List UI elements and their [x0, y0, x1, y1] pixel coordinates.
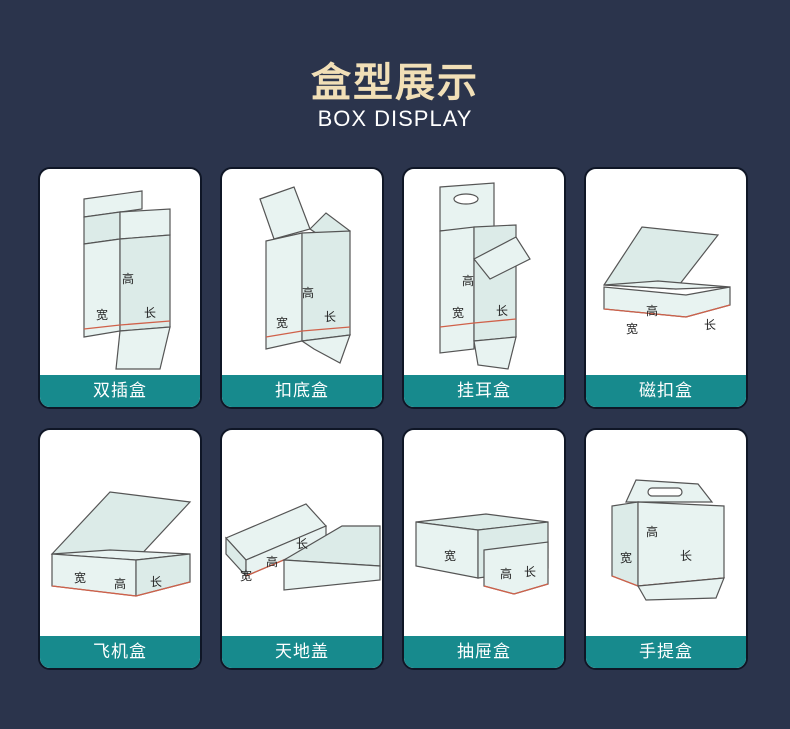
dim-height-label: 高 [266, 554, 278, 569]
page-title: 盒型展示 [311, 60, 479, 106]
box-card-magnetic[interactable]: 高 宽 长 磁扣盒 [584, 167, 748, 409]
box-label: 挂耳盒 [404, 375, 564, 407]
dim-length-label: 长 [524, 565, 536, 579]
handle-box-illustration: 高 宽 长 [611, 479, 725, 601]
dim-height-label: 高 [646, 303, 658, 318]
box-card-drawer[interactable]: 宽 高 长 抽屉盒 [402, 428, 566, 670]
dim-height-label: 高 [646, 524, 658, 539]
box-label: 双插盒 [40, 375, 200, 407]
box-card-hang-tab[interactable]: 高 宽 长 挂耳盒 [402, 167, 566, 409]
lid-and-base-box-illustration: 高 长 宽 [224, 503, 381, 591]
dim-length-label: 长 [496, 304, 508, 318]
double-tuck-box-illustration: 高 宽 长 [83, 190, 171, 370]
dim-length-label: 长 [296, 537, 308, 551]
dim-length-label: 长 [680, 549, 692, 563]
dim-width-label: 宽 [626, 321, 638, 336]
dim-width-label: 宽 [452, 305, 464, 320]
box-card-double-tuck[interactable]: 高 宽 长 双插盒 [38, 167, 202, 409]
lock-bottom-box-illustration: 高 宽 长 [259, 186, 351, 364]
dim-width-label: 宽 [96, 307, 108, 322]
page-subtitle: BOX DISPLAY [317, 106, 473, 131]
dim-width-label: 宽 [620, 550, 632, 565]
box-label: 扣底盒 [222, 375, 382, 407]
box-label: 抽屉盒 [404, 636, 564, 668]
drawer-box-illustration: 宽 高 长 [415, 513, 549, 595]
mailer-box-illustration: 宽 高 长 [50, 491, 192, 597]
dim-length-label: 长 [704, 318, 716, 332]
dim-width-label: 宽 [276, 315, 288, 330]
box-label: 飞机盒 [40, 636, 200, 668]
dim-height-label: 高 [302, 285, 314, 300]
dim-height-label: 高 [500, 566, 512, 581]
dim-height-label: 高 [462, 273, 474, 288]
hang-tab-box-illustration: 高 宽 长 [439, 182, 531, 370]
box-label: 磁扣盒 [586, 375, 746, 407]
box-label: 天地盖 [222, 636, 382, 668]
dim-length-label: 长 [150, 575, 162, 589]
box-card-lid-and-base[interactable]: 高 长 宽 天地盖 [220, 428, 384, 670]
box-card-handle[interactable]: 高 宽 长 手提盒 [584, 428, 748, 670]
dim-width-label: 宽 [240, 568, 252, 583]
box-card-mailer[interactable]: 宽 高 长 飞机盒 [38, 428, 202, 670]
dim-width-label: 宽 [74, 570, 86, 585]
dim-length-label: 长 [144, 306, 156, 320]
dim-length-label: 长 [324, 310, 336, 324]
dim-height-label: 高 [114, 576, 126, 591]
magnetic-box-illustration: 高 宽 长 [602, 226, 731, 336]
box-label: 手提盒 [586, 636, 746, 668]
box-card-lock-bottom[interactable]: 高 宽 长 扣底盒 [220, 167, 384, 409]
dim-width-label: 宽 [444, 548, 456, 563]
dim-height-label: 高 [122, 271, 134, 286]
